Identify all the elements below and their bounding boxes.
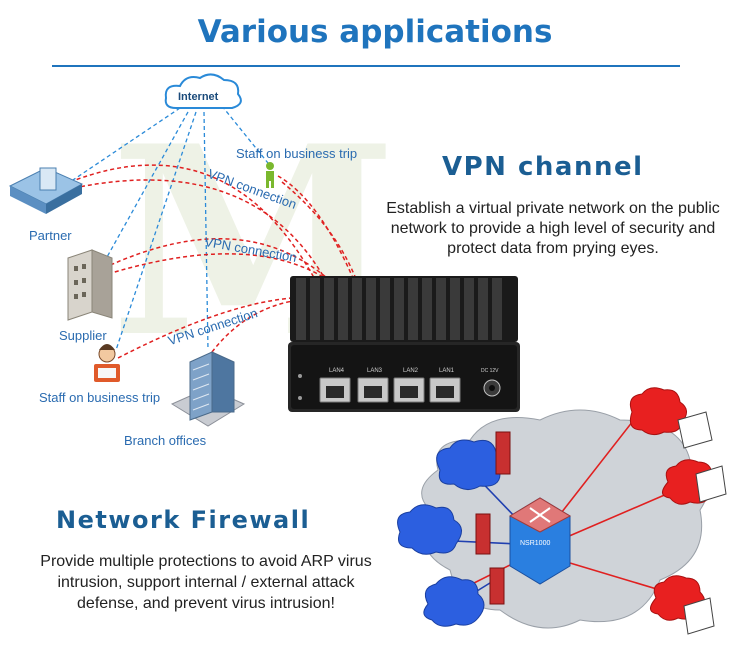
internet-label: Internet: [178, 91, 219, 103]
vpn-description: Establish a virtual private network on t…: [386, 200, 720, 257]
port-label-lan1: LAN1: [439, 368, 455, 374]
endpoint-laptops: [677, 411, 727, 635]
supplier-building-icon: [67, 249, 113, 321]
router-icon: [508, 497, 572, 585]
supplier-label: Supplier: [59, 328, 107, 343]
port-label-lan3: LAN3: [367, 368, 383, 374]
external-clouds: [397, 439, 506, 627]
mini-pc-device: [288, 276, 520, 412]
title-underline: [52, 65, 680, 67]
branch-label: Branch offices: [124, 433, 207, 448]
vpn-heading: VPN channel: [442, 152, 644, 182]
router-label: NSR1000: [520, 540, 551, 547]
firewall-heading: Network Firewall: [56, 506, 311, 534]
power-label: DC 12V: [481, 368, 499, 374]
firewall-diagram: [397, 387, 727, 635]
branch-tower-icon: [170, 351, 246, 427]
port-label-lan2: LAN2: [403, 368, 419, 374]
partner-building-icon: [8, 167, 84, 214]
staff-trip-bottom-label: Staff on business trip: [39, 390, 161, 405]
staff-trip-top-label: Staff on business trip: [236, 146, 358, 161]
internet-cloud-icon: [164, 73, 242, 109]
staff-avatar-icon: [94, 344, 120, 382]
port-label-lan4: LAN4: [329, 368, 345, 374]
partner-label: Partner: [29, 228, 72, 243]
firewall-description: Provide multiple protections to avoid AR…: [40, 553, 372, 612]
staff-standing-icon: [266, 162, 274, 188]
internet-links: [69, 105, 273, 351]
page-title: Various applications: [197, 14, 553, 50]
firewall-walls: [475, 431, 511, 605]
